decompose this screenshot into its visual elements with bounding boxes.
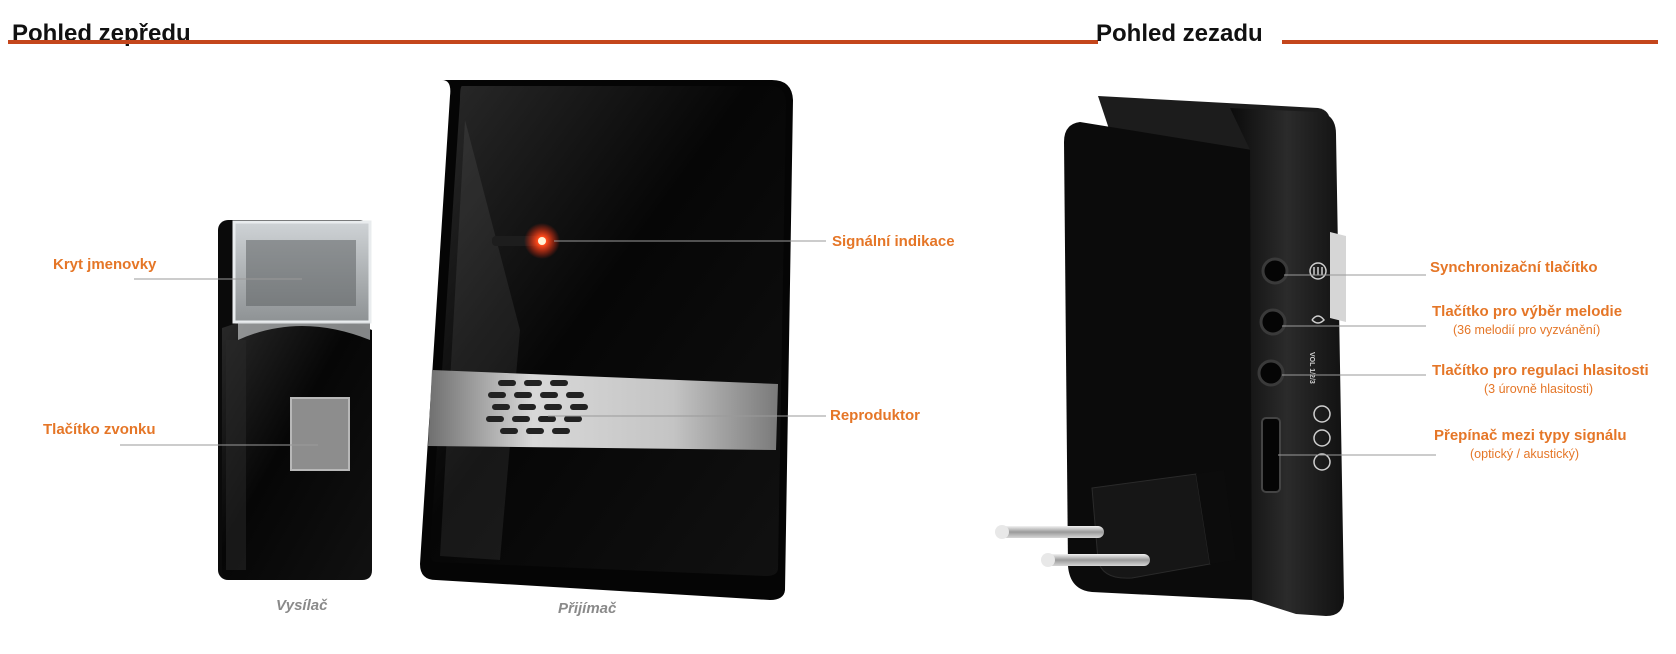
bell-button-shape: [290, 397, 350, 471]
receiver-front-face: [430, 86, 786, 576]
signal-led: [538, 237, 546, 245]
rear-side-clip: [1330, 232, 1346, 322]
plug-pin-upper: [996, 526, 1104, 538]
signal-switch-shape: [1261, 417, 1281, 493]
signal-switch-label: Přepínač mezi typy signálu: [1434, 427, 1627, 444]
plug-pin-lower: [1042, 554, 1150, 566]
back-view-heading: Pohled zezadu: [1096, 20, 1263, 47]
back-heading-rule: [1282, 40, 1658, 44]
transmitter-device: [218, 220, 372, 580]
leader-lines: [120, 240, 1436, 456]
rear-buttons: [1257, 257, 1289, 493]
rear-device: VOL 1/2/3: [995, 96, 1346, 616]
receiver-gloss: [440, 120, 520, 560]
power-plug-side: [1196, 470, 1236, 564]
signal-note: (optický / akustický): [1470, 447, 1580, 461]
speaker-band: [428, 370, 778, 450]
sync-button-shape: [1261, 257, 1289, 285]
name-cover-lip: [238, 322, 370, 340]
signal-indicator-label: Signální indikace: [832, 233, 955, 250]
plug-pin-upper-tip: [995, 525, 1009, 539]
bell-button-label: Tlačítko zvonku: [43, 421, 156, 438]
name-cover-label: Kryt jmenovky: [53, 256, 157, 273]
speaker-label: Reproduktor: [830, 407, 920, 424]
name-cover-inner: [246, 240, 356, 306]
receiver-caption: Přijímač: [558, 600, 617, 617]
volume-button-shape: [1257, 359, 1285, 387]
transmitter-caption: Vysílač: [276, 597, 328, 614]
rear-side-panel: [1230, 108, 1344, 616]
melody-note: (36 melodií pro vyzvánění): [1453, 323, 1601, 337]
rear-side-icons: [1309, 262, 1331, 471]
sync-button-label: Synchronizační tlačítko: [1430, 259, 1598, 276]
volume-button-label: Tlačítko pro regulaci hlasitosti: [1432, 362, 1649, 379]
speaker-grille: [486, 380, 588, 434]
plug-pin-lower-tip: [1041, 553, 1055, 567]
melody-button-shape: [1259, 308, 1287, 336]
volume-marking: VOL 1/2/3: [1308, 352, 1315, 384]
melody-button-label: Tlačítko pro výběr melodie: [1432, 303, 1623, 320]
front-heading-rule: [8, 40, 1098, 44]
transmitter-side-highlight: [226, 340, 246, 570]
volume-note: (3 úrovně hlasitosti): [1484, 382, 1594, 396]
receiver-device: [420, 80, 793, 600]
